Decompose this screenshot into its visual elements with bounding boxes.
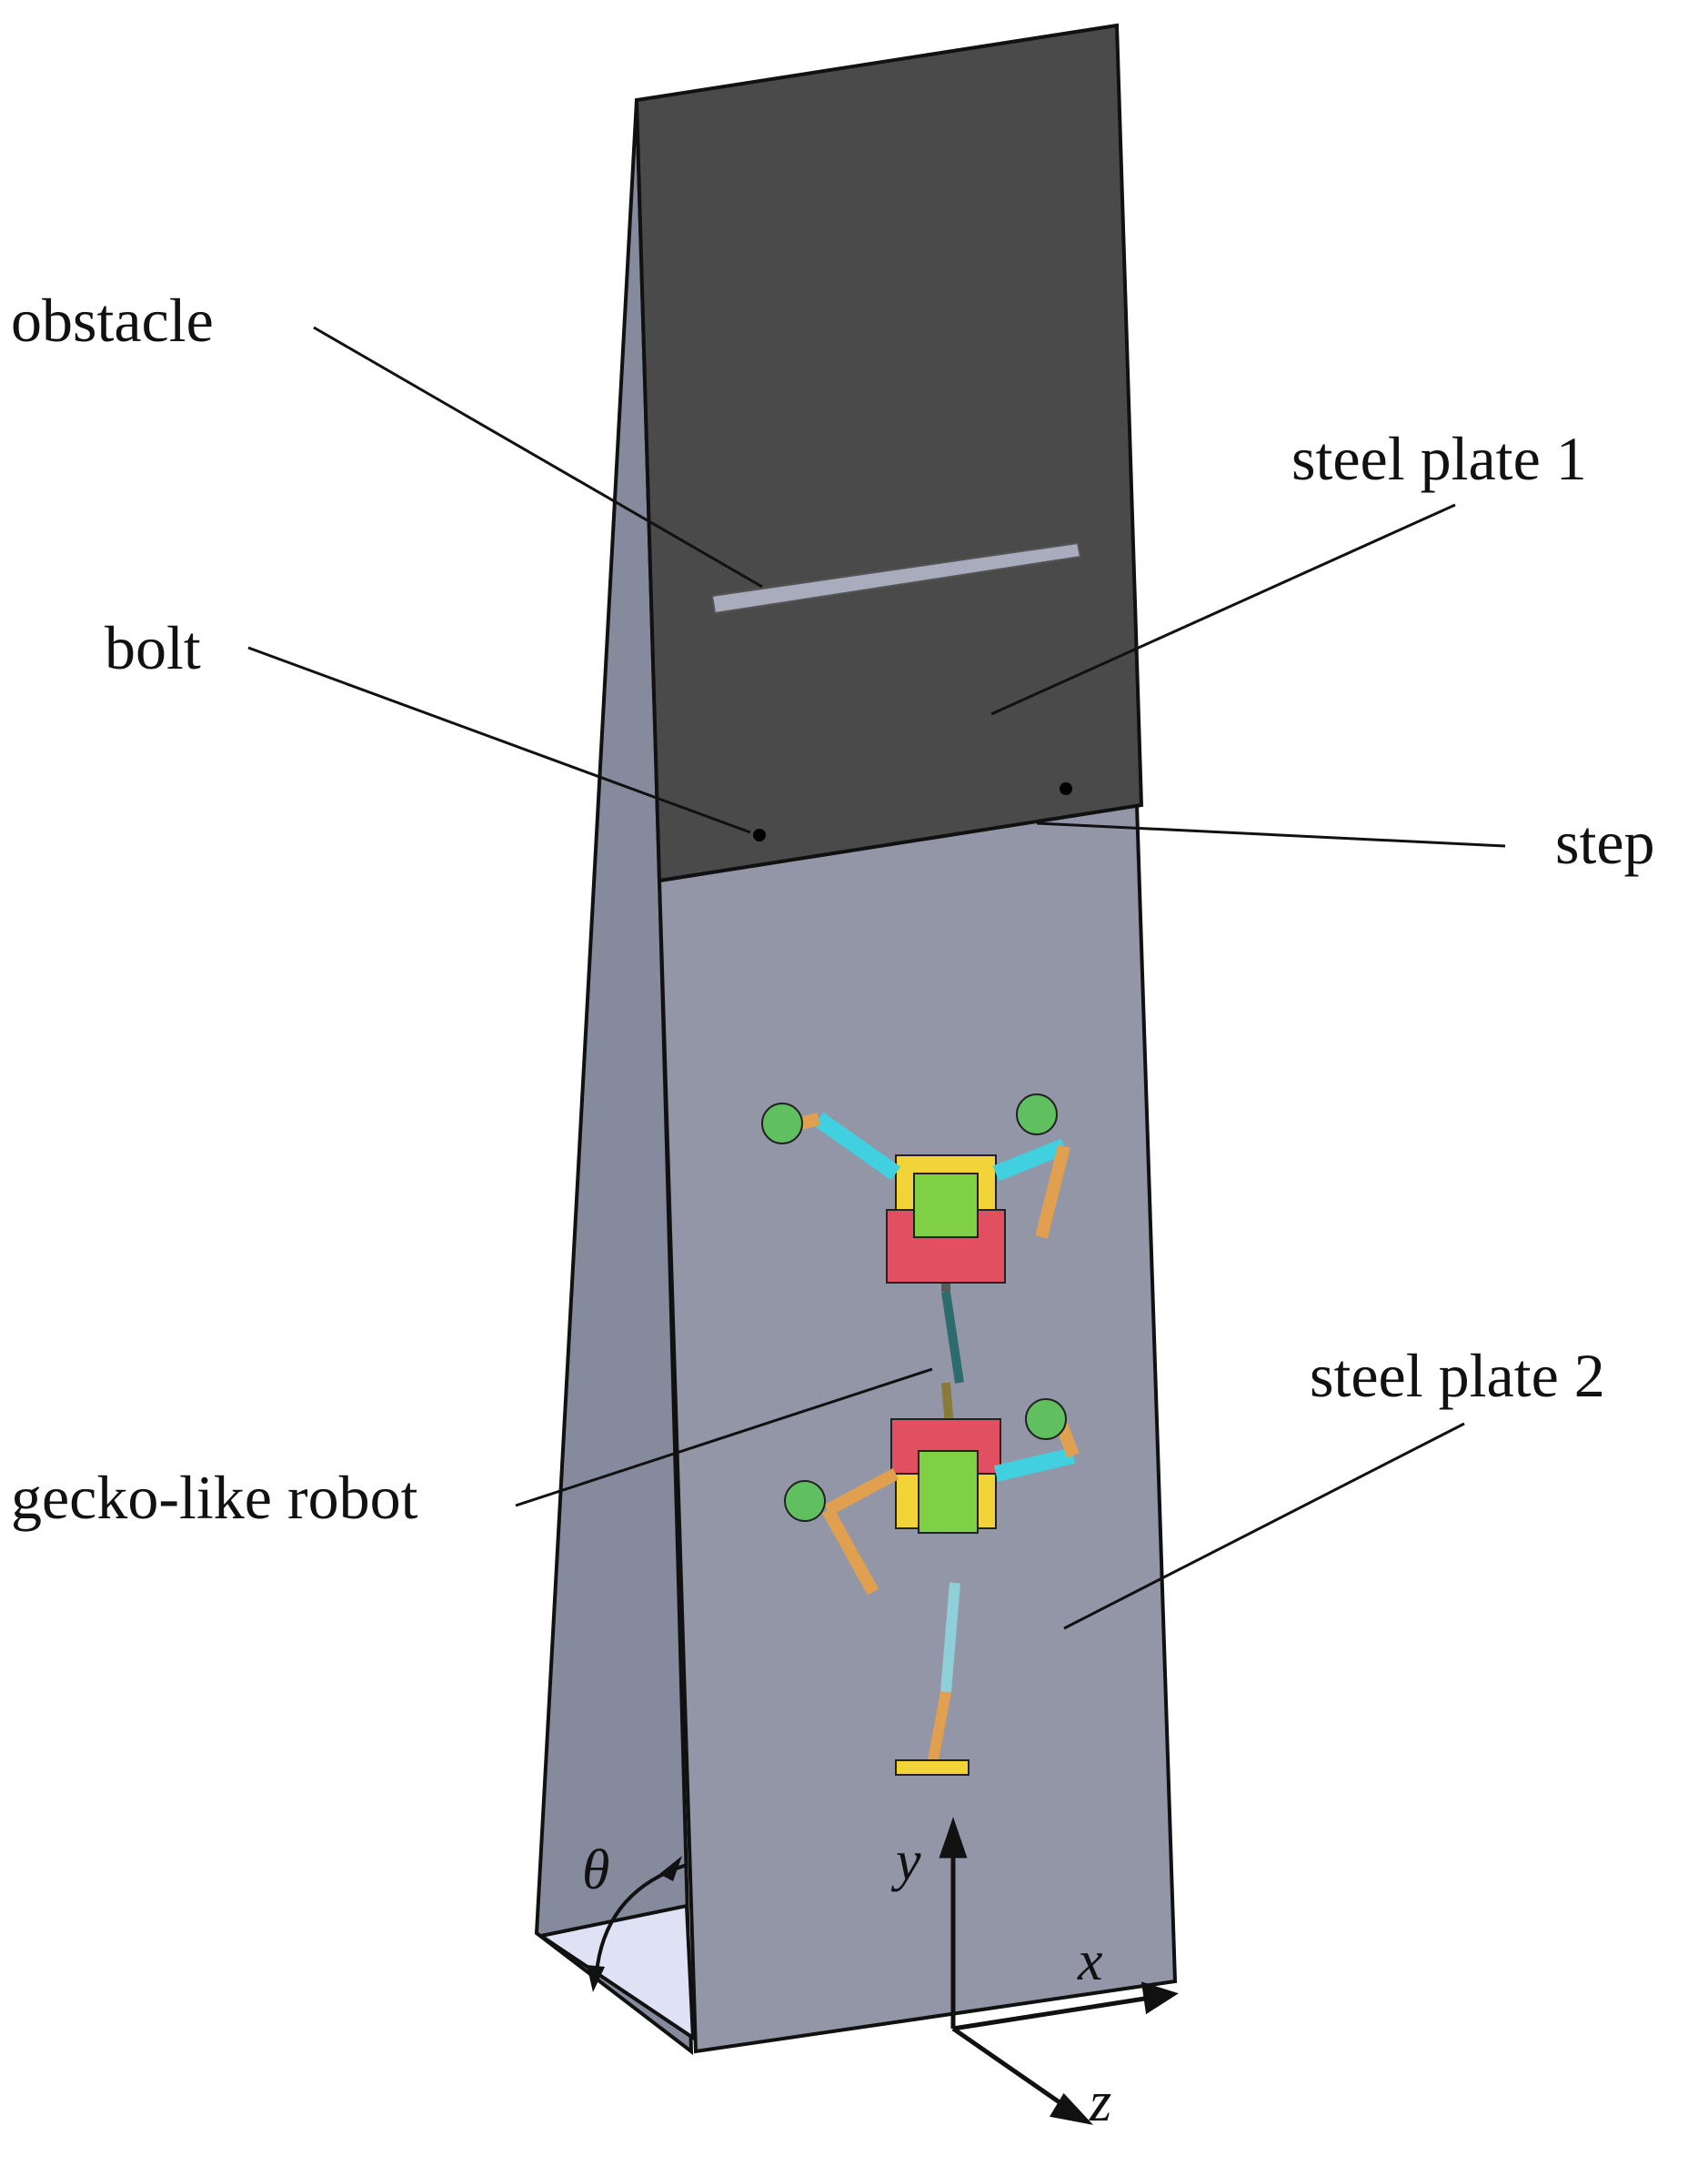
leader-step <box>1036 821 1506 848</box>
steel-plate-1 <box>634 23 1144 883</box>
angle-label-theta: θ <box>582 1839 610 1901</box>
label-gecko-robot: gecko-like robot <box>11 1463 418 1532</box>
axis-label-z: z <box>1090 2071 1112 2133</box>
obstacle-bar <box>710 541 1082 615</box>
leader-bolt <box>247 646 751 834</box>
axis-label-x: x <box>1078 1930 1103 1992</box>
leader-steel-plate-1 <box>990 503 1456 716</box>
leader-gecko-robot <box>515 1367 933 1507</box>
coordinate-axes <box>939 1817 1179 2125</box>
axis-label-y: y <box>896 1830 921 1892</box>
leader-obstacle <box>313 326 763 589</box>
label-steel-plate-2: steel plate 2 <box>1310 1341 1605 1410</box>
label-bolt: bolt <box>105 613 201 682</box>
gecko-robot <box>761 1093 1080 1776</box>
label-steel-plate-1: steel plate 1 <box>1291 424 1587 493</box>
label-obstacle: obstacle <box>11 286 214 355</box>
label-step: step <box>1555 808 1655 877</box>
theta-arc <box>587 1856 688 1992</box>
leader-steel-plate-2 <box>1063 1422 1465 1630</box>
bolt-right <box>1060 782 1072 795</box>
bolt-left <box>753 829 766 841</box>
